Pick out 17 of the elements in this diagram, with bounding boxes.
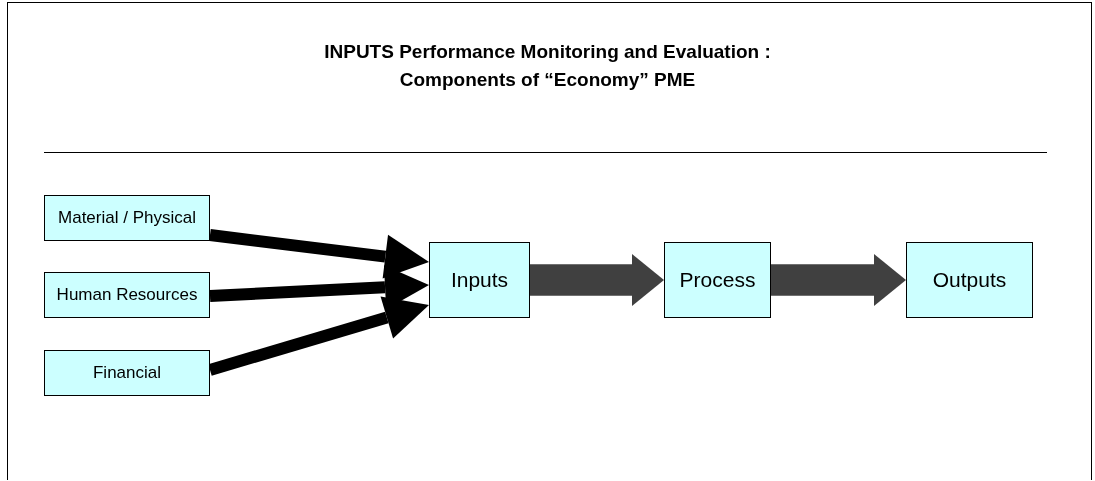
box-label: Inputs (450, 267, 509, 293)
process-box (44, 350, 210, 396)
box-label: Human Resources (56, 285, 198, 305)
box-label: Process (679, 267, 756, 293)
process-box (429, 242, 530, 318)
box-label: Outputs (932, 267, 1007, 293)
arrow (209, 229, 429, 279)
process-box (44, 272, 210, 318)
process-box (44, 195, 210, 241)
box-label: Financial (92, 363, 161, 383)
process-box (664, 242, 771, 318)
diagram-title: INPUTS Performance Monitoring and Evaluation : Components of “Economy” PME (323, 40, 772, 92)
process-box (906, 242, 1033, 318)
arrow (208, 296, 429, 376)
box-label: Material / Physical (58, 208, 196, 228)
arrow (771, 254, 906, 306)
arrow (530, 254, 664, 306)
